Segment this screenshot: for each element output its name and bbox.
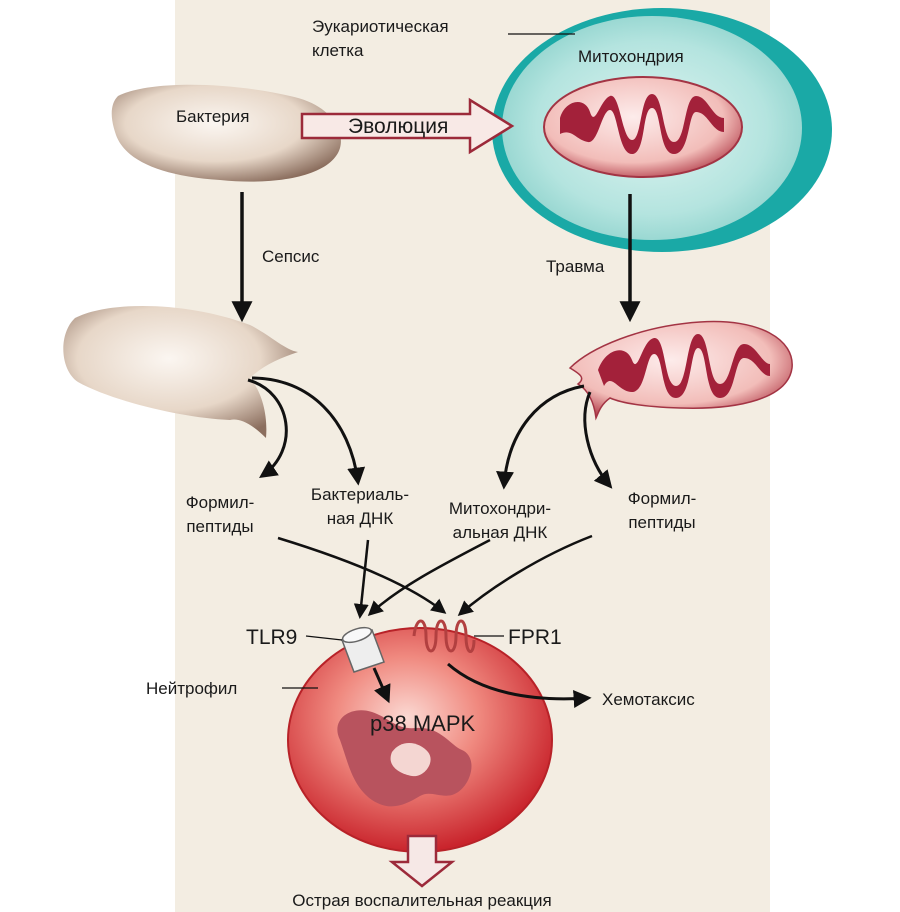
trauma-label: Травма (546, 257, 605, 276)
formyl-peptides-left-2: пептиды (186, 517, 253, 536)
chemotaxis-label: Хемотаксис (602, 690, 695, 709)
tlr9-leader-line (305, 635, 343, 641)
formyl-peptides-right-2: пептиды (628, 513, 695, 532)
neutrophil-label: Нейтрофил (146, 679, 237, 698)
bacterial-dna-2: ная ДНК (327, 509, 394, 528)
formyl-peptides-right-1: Формил- (628, 489, 697, 508)
tlr9-receptor (341, 626, 385, 673)
evolution-label: Эволюция (348, 115, 448, 138)
inflammation-arrow (388, 834, 456, 888)
mito-dna-2: альная ДНК (453, 523, 548, 542)
arrow-to-formyl-right (583, 391, 613, 489)
formyl-peptides-left-1: Формил- (186, 493, 255, 512)
arrow-formyl-left-to-fpr1 (277, 536, 447, 614)
fpr1-receptor (412, 619, 476, 653)
inflammation-label: Острая воспалительная реакция (292, 891, 552, 910)
tlr9-label: TLR9 (246, 626, 297, 649)
sepsis-label: Сепсис (262, 247, 320, 266)
evolution-arrow (300, 97, 515, 155)
arrow-mito-dna-to-tlr9 (367, 538, 491, 617)
fpr1-label: FPR1 (508, 626, 562, 649)
bacterium-top (111, 84, 341, 182)
arrow-to-mito-dna (496, 384, 585, 490)
ruptured-mitochondrion (568, 320, 793, 421)
eukaryotic-cell-label-2: клетка (312, 41, 364, 60)
arrow-formyl-right-to-fpr1 (457, 534, 593, 616)
arrow-to-bacterial-dna (251, 376, 366, 486)
ruptured-bacterium (63, 305, 299, 438)
eukaryotic-cell-label-1: Эукариотическая (312, 17, 449, 36)
mitochondrion-label: Митохондрия (578, 47, 684, 66)
arrow-to-formyl-left (247, 378, 288, 479)
mito-dna-1: Митохондри- (449, 499, 551, 518)
neutrophil-cell (287, 627, 553, 853)
bacterial-dna-1: Бактериаль- (311, 485, 409, 504)
p38-label: p38 MAPK (370, 711, 475, 736)
tlr9-to-p38-arrow (372, 667, 391, 704)
bacterium-label: Бактерия (176, 107, 249, 126)
arrow-bacterial-dna-to-tlr9 (353, 539, 370, 619)
mitochondrion-top (543, 76, 743, 178)
chemotaxis-arrow (447, 662, 592, 708)
